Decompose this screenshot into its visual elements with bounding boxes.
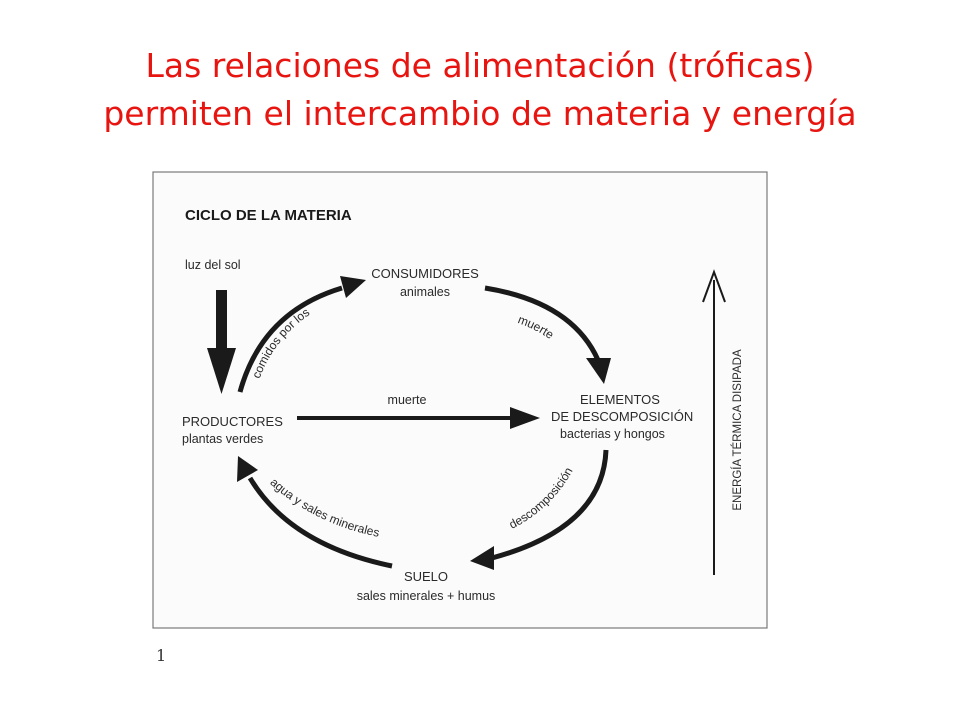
producers-subtitle: plantas verdes (182, 432, 263, 446)
decomposition-arrow (470, 449, 609, 570)
soil-subtitle: sales minerales + humus (357, 589, 496, 603)
decomposers-title-line-2: DE DESCOMPOSICIÓN (551, 409, 693, 424)
producers-title: PRODUCTORES (182, 414, 283, 429)
soil-title: SUELO (404, 569, 448, 584)
dissipated-energy-label: ENERGÍA TÉRMICA DISIPADA (731, 349, 744, 511)
decomposers-subtitle: bacterias y hongos (560, 427, 665, 441)
eaten-by-arrow (237, 276, 366, 393)
sunlight-label: luz del sol (185, 258, 241, 272)
consumers-subtitle: animales (400, 285, 450, 299)
sunlight-arrow (207, 290, 236, 394)
slide-title-line-1: Las relaciones de alimentación (tróficas… (145, 46, 815, 85)
death-arrow-top (484, 285, 611, 384)
water-minerals-arrow (237, 456, 393, 569)
dissipated-energy-arrow (702, 269, 726, 575)
decomposers-title-line-1: ELEMENTOS (580, 392, 660, 407)
death-label-middle: muerte (388, 393, 427, 407)
slide-title: Las relaciones de alimentación (tróficas… (0, 42, 960, 138)
death-arrow-middle (297, 407, 540, 429)
figure-frame (152, 171, 768, 629)
slide-title-line-2: permiten el intercambio de materia y ene… (103, 94, 857, 133)
figure-number: 1 (156, 646, 167, 665)
figure-heading: CICLO DE LA MATERIA (185, 207, 352, 224)
consumers-title: CONSUMIDORES (371, 266, 479, 281)
